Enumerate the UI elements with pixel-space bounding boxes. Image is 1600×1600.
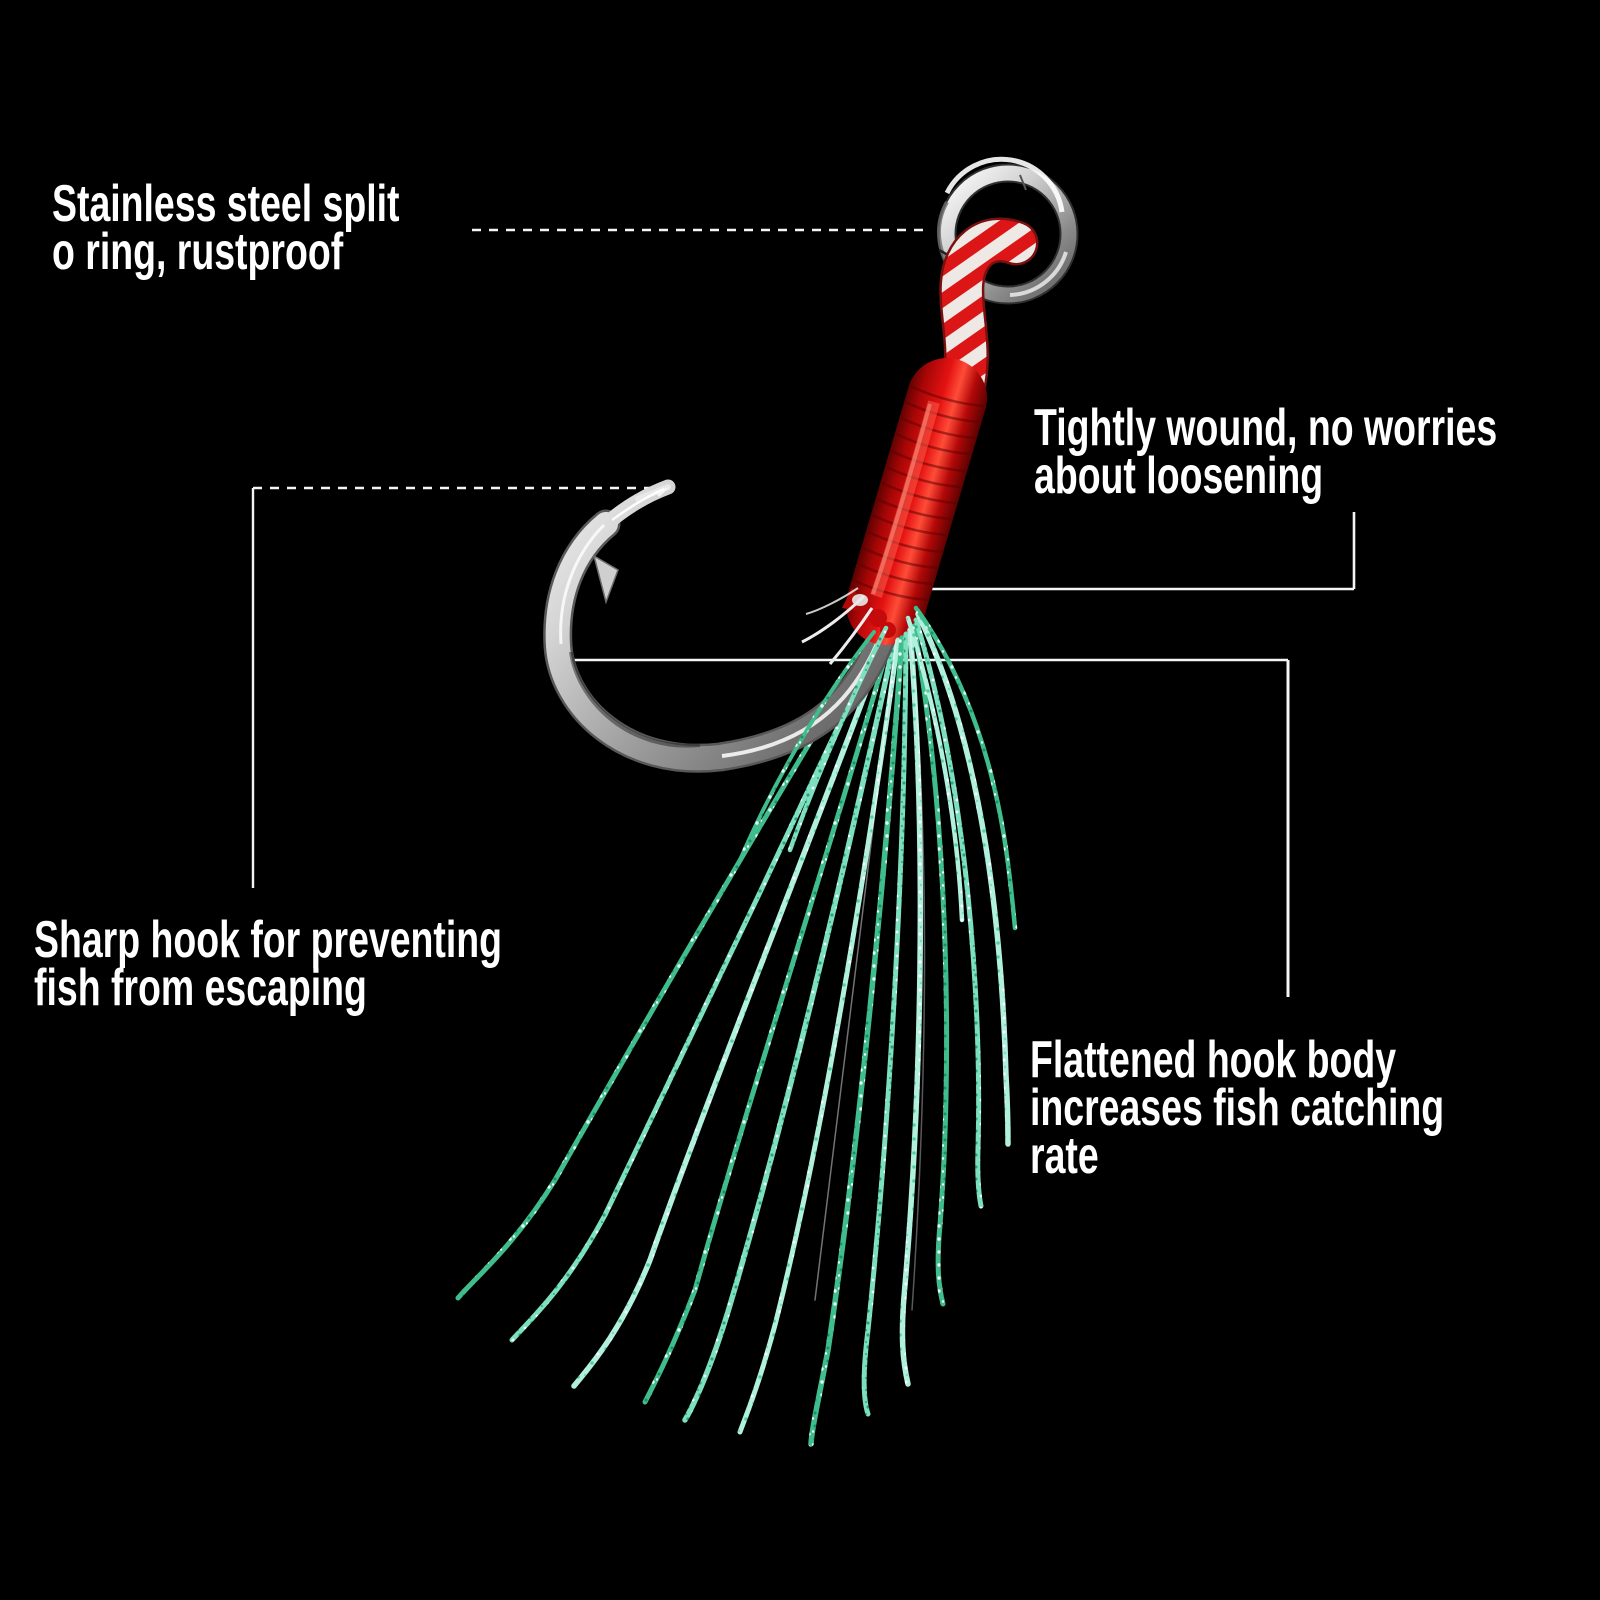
hook-tip <box>655 487 670 497</box>
callout-hook-point: Sharp hook for preventing fish from esca… <box>34 911 503 1017</box>
tinsel-strand <box>682 639 897 1423</box>
fishing-hook <box>543 479 913 773</box>
callout-text-line: Stainless steel split <box>52 175 400 233</box>
tinsel-strand <box>913 617 984 1209</box>
ring-highlight <box>944 156 1065 213</box>
tinsel-strand <box>455 627 881 1301</box>
callout-text-line: increases fish catching <box>1030 1079 1445 1137</box>
tinsel-skirt-back <box>455 627 897 1423</box>
tinsel-strand <box>738 630 876 862</box>
callout-text-line: fish from escaping <box>34 959 367 1017</box>
callout-split-ring: Stainless steel split o ring, rustproof <box>52 175 400 281</box>
callout-text-line: about loosening <box>1034 447 1324 505</box>
tinsel-filament <box>909 629 926 1311</box>
callout-thread-wrap: Tightly wound, no worries about loosenin… <box>1034 399 1498 505</box>
tinsel-strand <box>808 635 905 1447</box>
callout-text-line: Tightly wound, no worries <box>1034 399 1498 457</box>
tinsel-strand <box>737 637 901 1435</box>
tinsel-strand <box>899 627 924 1387</box>
callout-text-line: Sharp hook for preventing <box>34 911 503 969</box>
callout-text-line: rate <box>1030 1127 1099 1185</box>
tinsel-skirt-front <box>737 605 1018 1447</box>
callout-text-line: o ring, rustproof <box>52 223 344 281</box>
tinsel-strand <box>642 637 893 1405</box>
thread-wrap <box>801 358 987 665</box>
tinsel-strand <box>905 615 965 923</box>
tinsel-strand <box>861 631 909 1417</box>
tinsel-strand <box>911 623 950 1307</box>
tinsel-strand <box>913 605 1018 931</box>
wrap-winding-texture <box>852 384 985 602</box>
callout-hook-body: Flattened hook body increases fish catch… <box>1030 1031 1445 1185</box>
callout-text-line: Flattened hook body <box>1030 1031 1397 1089</box>
tinsel-filament <box>814 639 897 1301</box>
hook-barb <box>592 554 619 605</box>
hook-bend <box>545 512 910 771</box>
tinsel-strand <box>571 635 889 1389</box>
tinsel-strand <box>915 611 1011 1147</box>
tinsel-strand <box>787 625 889 853</box>
leader-lines <box>251 228 1356 997</box>
tinsel-strand <box>509 631 885 1343</box>
